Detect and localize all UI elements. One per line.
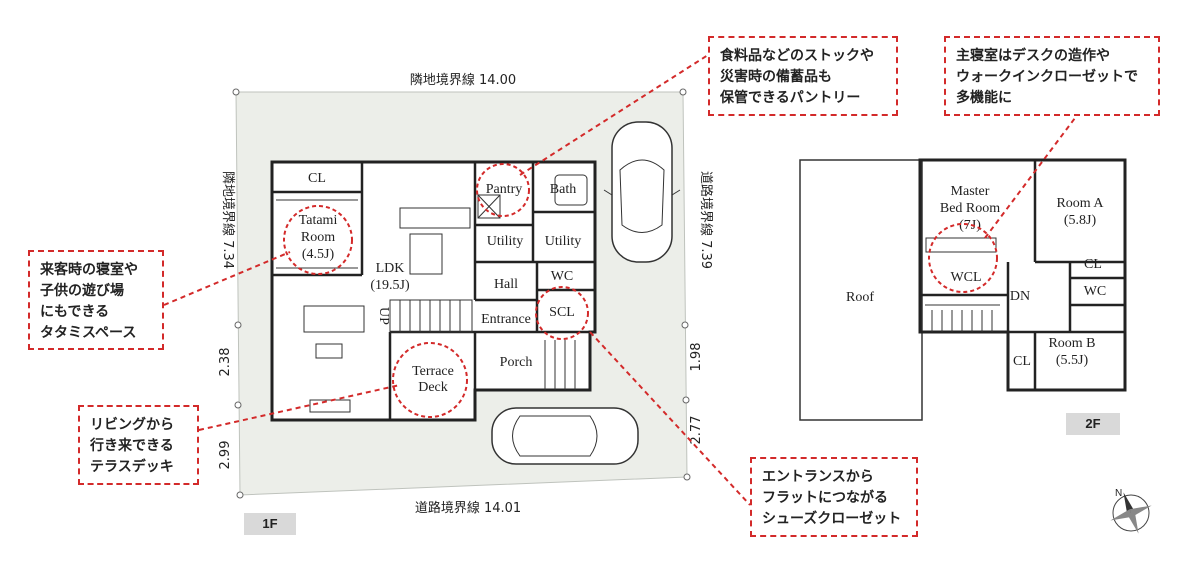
roof-label: Roof [846,290,874,305]
south-boundary-label: 道路境界線 14.01 [415,500,521,516]
tatami-callout: 来客時の寝室や 子供の遊び場 にもできる タタミスペース [28,250,164,350]
wc-label: WC [1084,284,1107,299]
terrace-highlight [392,342,468,418]
closet-label: CL [1084,257,1102,272]
room-a-size: (5.8J) [1064,213,1097,228]
tatami-room-label: Tatami [299,213,338,228]
pantry-label: Pantry [486,182,523,197]
scl-label: SCL [549,305,575,320]
floor-2-tag: 2F [1066,413,1120,435]
floor1-outer-wall [270,160,597,422]
tatami-room-size: (4.5J) [302,247,335,262]
terrace-deck-label: Terrace [412,364,454,379]
room-b-size: (5.5J) [1056,353,1089,368]
utility-label: Utility [545,234,582,249]
room-b-label: Room B [1048,336,1095,351]
east-dim-1: 1.98 [689,343,704,372]
stair-up-label: UP [376,307,391,325]
roof-area [799,159,923,421]
bath-label: Bath [550,182,576,197]
master-bedroom-callout: 主寝室はデスクの造作や ウォークインクローゼットで 多機能に [944,36,1160,116]
tatami-highlight [283,205,353,275]
compass-icon: N [1110,488,1152,534]
closet-label: CL [1013,354,1031,369]
scl-highlight [535,286,589,340]
terrace-callout: リビングから 行き来できる テラスデッキ [78,405,199,485]
master-bedroom-label: Bed Room [940,201,1000,216]
car-icon [491,407,639,465]
north-boundary-label: 隣地境界線 14.00 [410,72,516,88]
master-bedroom-label: Master [951,184,990,199]
master-bedroom-size: (7J) [959,218,981,233]
wc-label: WC [551,269,574,284]
east-dim-2: 2.77 [689,416,704,445]
callout-leaders [163,54,1076,506]
pantry-highlight [476,163,530,217]
master-highlight [928,223,998,293]
entrance-label: Entrance [481,312,531,327]
terrace-deck-label: Deck [418,380,448,395]
stair-down-label: DN [1010,289,1030,304]
entrance-callout: エントランスから フラットにつながる シューズクローゼット [750,457,918,537]
west-boundary-label: 隣地境界線 7.34 [220,171,236,269]
wcl-label: WCL [950,270,981,285]
pantry-callout: 食料品などのストックや 災害時の備蓄品も 保管できるパントリー [708,36,898,116]
floor-1-tag: 1F [244,513,296,535]
porch-label: Porch [500,355,533,370]
west-dim-1: 2.38 [218,348,233,377]
west-dim-2: 2.99 [218,441,233,470]
closet-label: CL [308,171,326,186]
svg-text:N: N [1115,488,1122,499]
ldk-label: LDK [376,261,405,276]
utility-label: Utility [487,234,524,249]
room-a-label: Room A [1056,196,1104,211]
hall-label: Hall [494,277,518,292]
east-boundary-label: 道路境界線 7.39 [698,171,714,269]
ldk-size: (19.5J) [370,278,410,293]
tatami-room-label: Room [301,230,335,245]
car-icon [603,121,681,263]
